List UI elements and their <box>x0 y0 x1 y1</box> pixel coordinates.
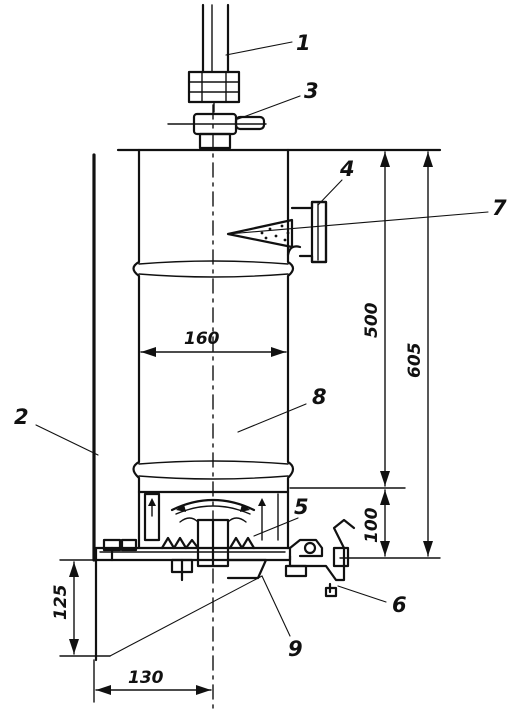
dim-text-500: 500 <box>362 302 382 338</box>
dim-text-100: 100 <box>362 507 382 543</box>
label-6: 6 <box>392 593 407 617</box>
dim-text-130: 130 <box>128 668 164 688</box>
dim-text-125: 125 <box>51 585 71 621</box>
label-9: 9 <box>288 637 303 661</box>
nozzle-4 <box>286 200 328 264</box>
dim-diameter <box>140 347 287 357</box>
dim-text-160: 160 <box>184 329 220 349</box>
label-8: 8 <box>312 385 327 409</box>
dim-verticals <box>287 149 441 559</box>
leader-lines <box>35 41 489 657</box>
pipe-nut <box>187 70 241 113</box>
cone-7 <box>226 218 294 249</box>
dim-base <box>69 561 212 703</box>
valve-3 <box>167 112 267 150</box>
label-5: 5 <box>294 495 309 519</box>
label-4: 4 <box>339 157 355 181</box>
base-block <box>59 558 111 662</box>
feed-pipe <box>201 3 230 74</box>
label-1: 1 <box>296 31 311 55</box>
bottom-assembly <box>94 490 356 598</box>
cylinder-body <box>116 148 442 494</box>
label-3: 3 <box>304 79 319 103</box>
label-2: 2 <box>14 405 29 429</box>
dim-text-605: 605 <box>405 343 425 379</box>
label-7: 7 <box>492 196 507 220</box>
